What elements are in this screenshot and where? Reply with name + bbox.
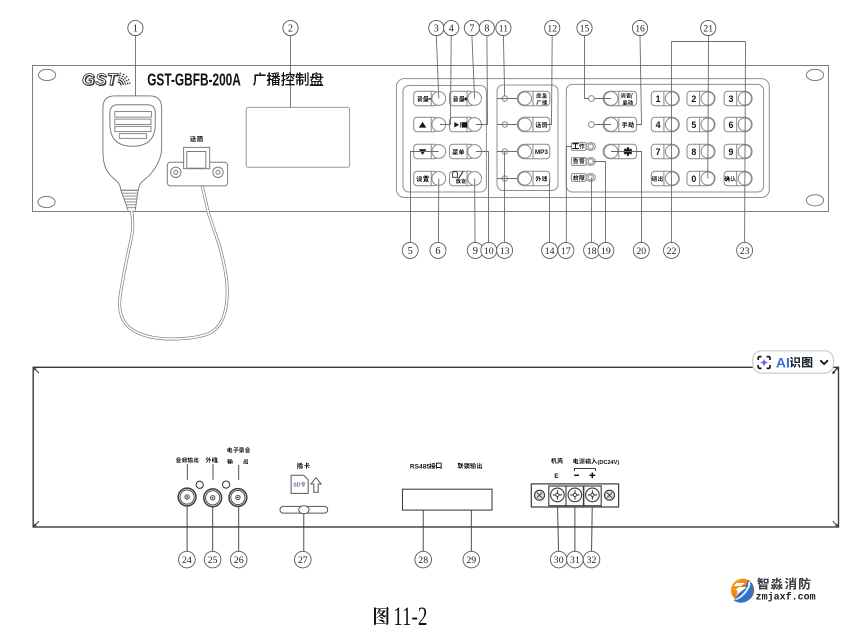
svg-text:4: 4 (449, 24, 454, 35)
svg-text:RS485: RS485 (410, 464, 430, 471)
svg-text:6: 6 (728, 120, 733, 130)
svg-text:7: 7 (656, 147, 661, 157)
svg-text:20: 20 (636, 246, 646, 257)
svg-text:26: 26 (234, 555, 244, 566)
svg-text:8: 8 (484, 24, 489, 35)
svg-text:2: 2 (288, 24, 293, 35)
svg-text:8: 8 (691, 147, 696, 157)
svg-text:27: 27 (298, 555, 308, 566)
svg-text:29: 29 (466, 555, 476, 566)
svg-text:3: 3 (434, 24, 439, 35)
svg-text:18: 18 (587, 246, 597, 257)
svg-text:5: 5 (691, 120, 696, 130)
svg-text:0: 0 (691, 174, 696, 184)
svg-text:SD: SD (293, 482, 300, 488)
svg-text:7: 7 (469, 24, 474, 35)
svg-text:32: 32 (587, 555, 597, 566)
svg-text:11: 11 (499, 24, 508, 35)
svg-text:(DC24V): (DC24V) (598, 460, 620, 466)
svg-text:13: 13 (500, 246, 510, 257)
svg-text:3: 3 (728, 94, 733, 104)
svg-text:31: 31 (570, 555, 580, 566)
svg-text:23: 23 (740, 246, 750, 257)
svg-text:9: 9 (473, 246, 478, 257)
svg-text:10: 10 (484, 246, 494, 257)
svg-text:15: 15 (580, 24, 590, 35)
svg-text:AI: AI (776, 354, 790, 370)
svg-text:1: 1 (656, 94, 661, 104)
svg-text:GST: GST (83, 72, 120, 90)
svg-text:9: 9 (728, 147, 733, 157)
svg-text:zmjaxf.com: zmjaxf.com (756, 592, 816, 604)
svg-text:21: 21 (703, 24, 713, 35)
svg-text:GST-GBFB-200A: GST-GBFB-200A (147, 70, 241, 90)
svg-text:22: 22 (667, 246, 677, 257)
svg-text:25: 25 (208, 555, 218, 566)
svg-text:E: E (554, 473, 559, 480)
svg-text:24: 24 (182, 555, 192, 566)
svg-text:19: 19 (601, 246, 611, 257)
svg-text:GST: GST (82, 71, 119, 89)
svg-text:30: 30 (554, 555, 564, 566)
svg-text:4: 4 (656, 120, 661, 130)
svg-text:5: 5 (408, 246, 413, 257)
svg-text:1: 1 (133, 24, 138, 35)
svg-text:28: 28 (418, 555, 428, 566)
svg-text:11-2: 11-2 (393, 601, 427, 631)
svg-text:17: 17 (561, 246, 571, 257)
svg-text:12: 12 (547, 24, 557, 35)
svg-text:2: 2 (691, 94, 696, 104)
svg-text:MP3: MP3 (535, 149, 549, 156)
svg-text:14: 14 (545, 246, 555, 257)
svg-text:16: 16 (635, 24, 645, 35)
svg-text:6: 6 (435, 246, 440, 257)
